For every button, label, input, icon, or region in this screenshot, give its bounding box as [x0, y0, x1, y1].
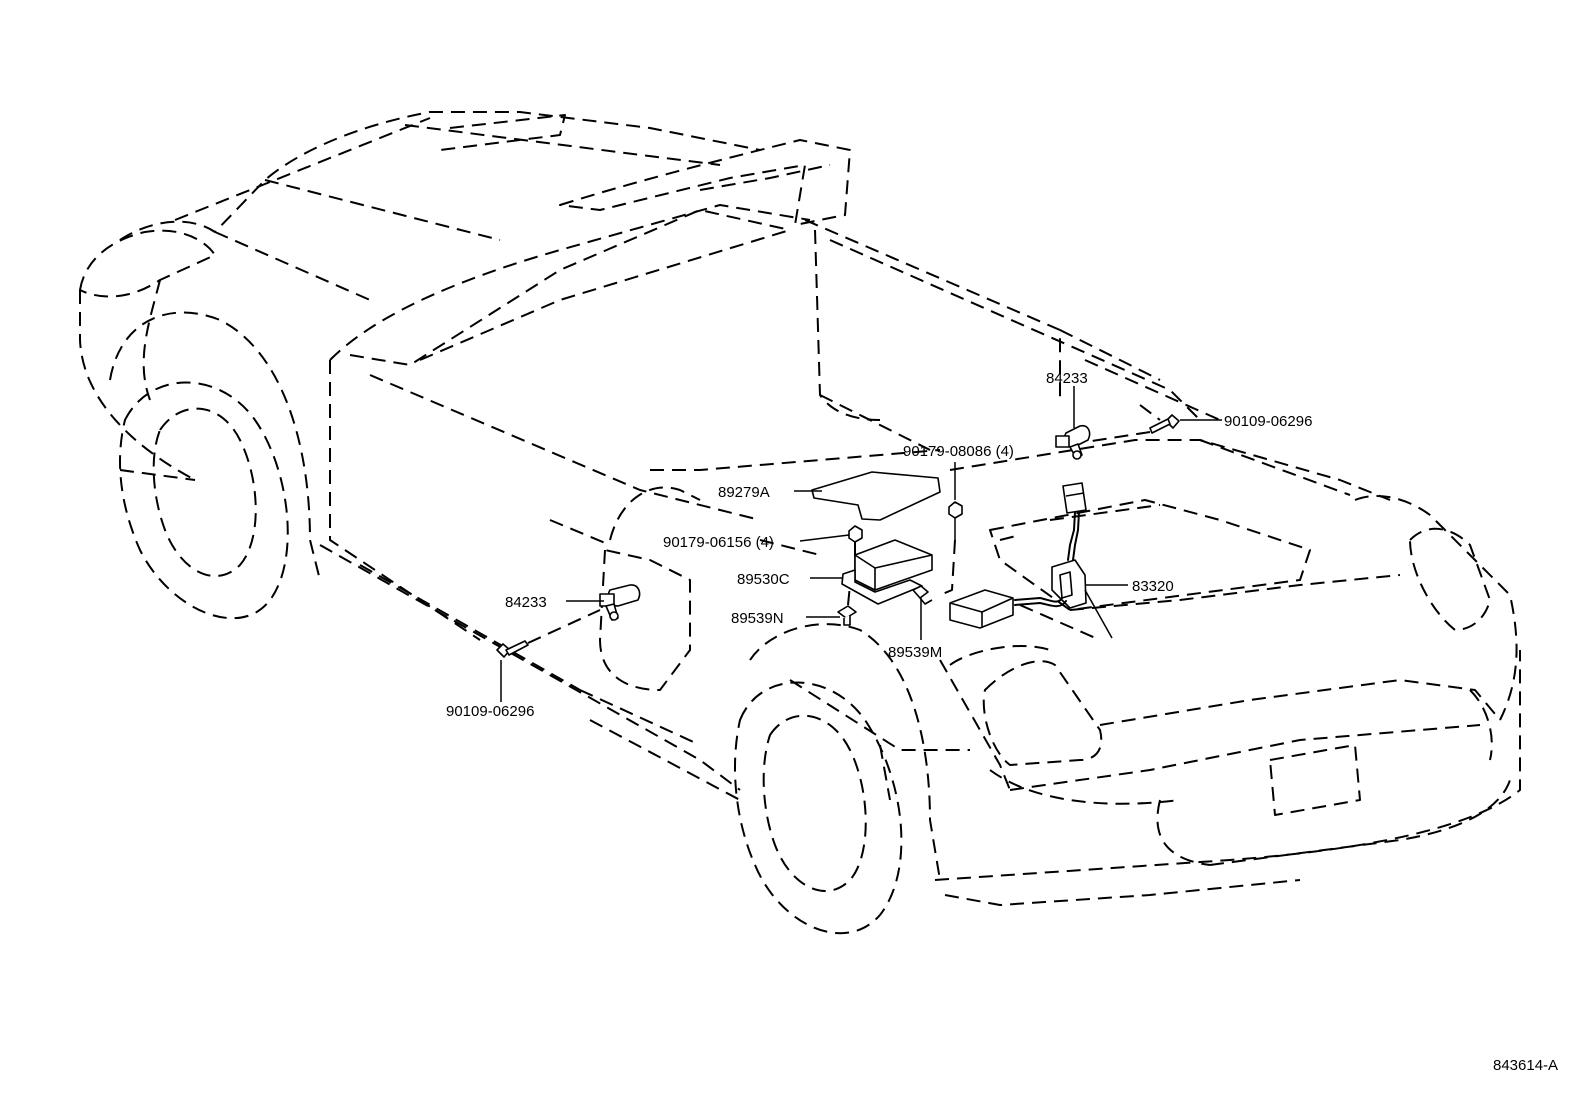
clip-89539m-icon — [912, 585, 933, 605]
sensor-harness-83320-icon — [949, 482, 1113, 639]
nut-08086-icon — [948, 501, 963, 540]
height-sensor-rear-icon — [599, 584, 641, 621]
callouts: 84233 90109-06296 90179-08086 (4) 89279A… — [446, 370, 1558, 1074]
figure-code: 843614-A — [1493, 1057, 1558, 1074]
bolt-front-icon — [1149, 414, 1180, 434]
callout-90179-06156: 90179-06156 (4) — [663, 534, 774, 551]
callout-84233-rear: 84233 — [505, 594, 547, 611]
callout-89539n: 89539N — [731, 610, 784, 627]
bolt-rear-axis — [527, 609, 601, 644]
nut-08086-axis — [939, 539, 956, 596]
callout-89539m: 89539M — [888, 644, 942, 661]
callout-90109-front: 90109-06296 — [1224, 413, 1312, 430]
bolt-rear-icon — [496, 640, 529, 658]
ecu-89530c-icon — [841, 539, 933, 605]
callout-83320: 83320 — [1132, 578, 1174, 595]
callout-90109-rear: 90109-06296 — [446, 703, 534, 720]
nut-06156-icon — [848, 525, 863, 560]
callout-89279a: 89279A — [718, 484, 770, 501]
callout-84233-front: 84233 — [1046, 370, 1088, 387]
bolt-front-axis — [1091, 431, 1151, 442]
car-outline — [79, 111, 1521, 935]
parts — [496, 414, 1180, 658]
height-sensor-front-icon — [1055, 424, 1091, 460]
leader-lines — [500, 386, 1222, 702]
callout-89530c: 89530C — [737, 571, 790, 588]
ecu-cover-89279a-icon — [811, 471, 941, 521]
callout-90179-08086: 90179-08086 (4) — [903, 443, 1014, 460]
clip-89539n-icon — [837, 584, 857, 626]
